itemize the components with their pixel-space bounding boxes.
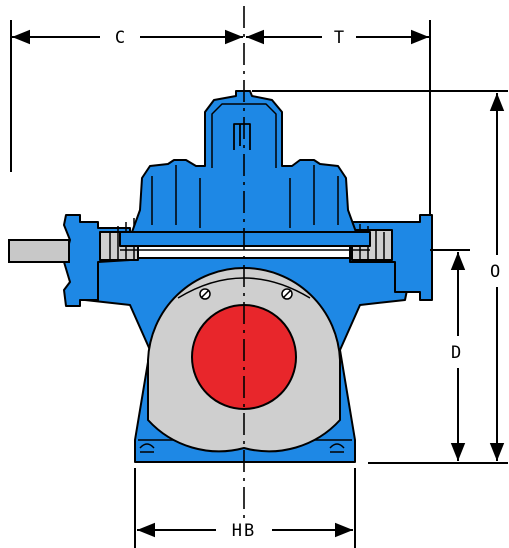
pump-illustration [63,90,433,463]
dim-c-label: C [115,28,125,48]
base-mounting-foot-right [329,443,345,453]
pump-shaft [8,239,70,263]
upper-casing-rib-left [151,165,201,228]
upper-casing-rib-right [289,165,339,228]
dimension-lines [10,6,508,548]
upper-casing-dome-detail [211,103,277,168]
dim-o-label: O [490,262,500,282]
left-bearing-fins [109,218,135,260]
casing-split-band [119,231,371,247]
base-mounting-foot-left [139,443,155,453]
top-vent-symbol [233,123,251,150]
dim-hb-label: HB [232,521,256,541]
bolt-symbol-left [199,288,211,300]
dim-d-label: D [451,343,461,363]
dim-t-label: T [334,28,344,48]
bolt-symbol-right [281,288,293,300]
